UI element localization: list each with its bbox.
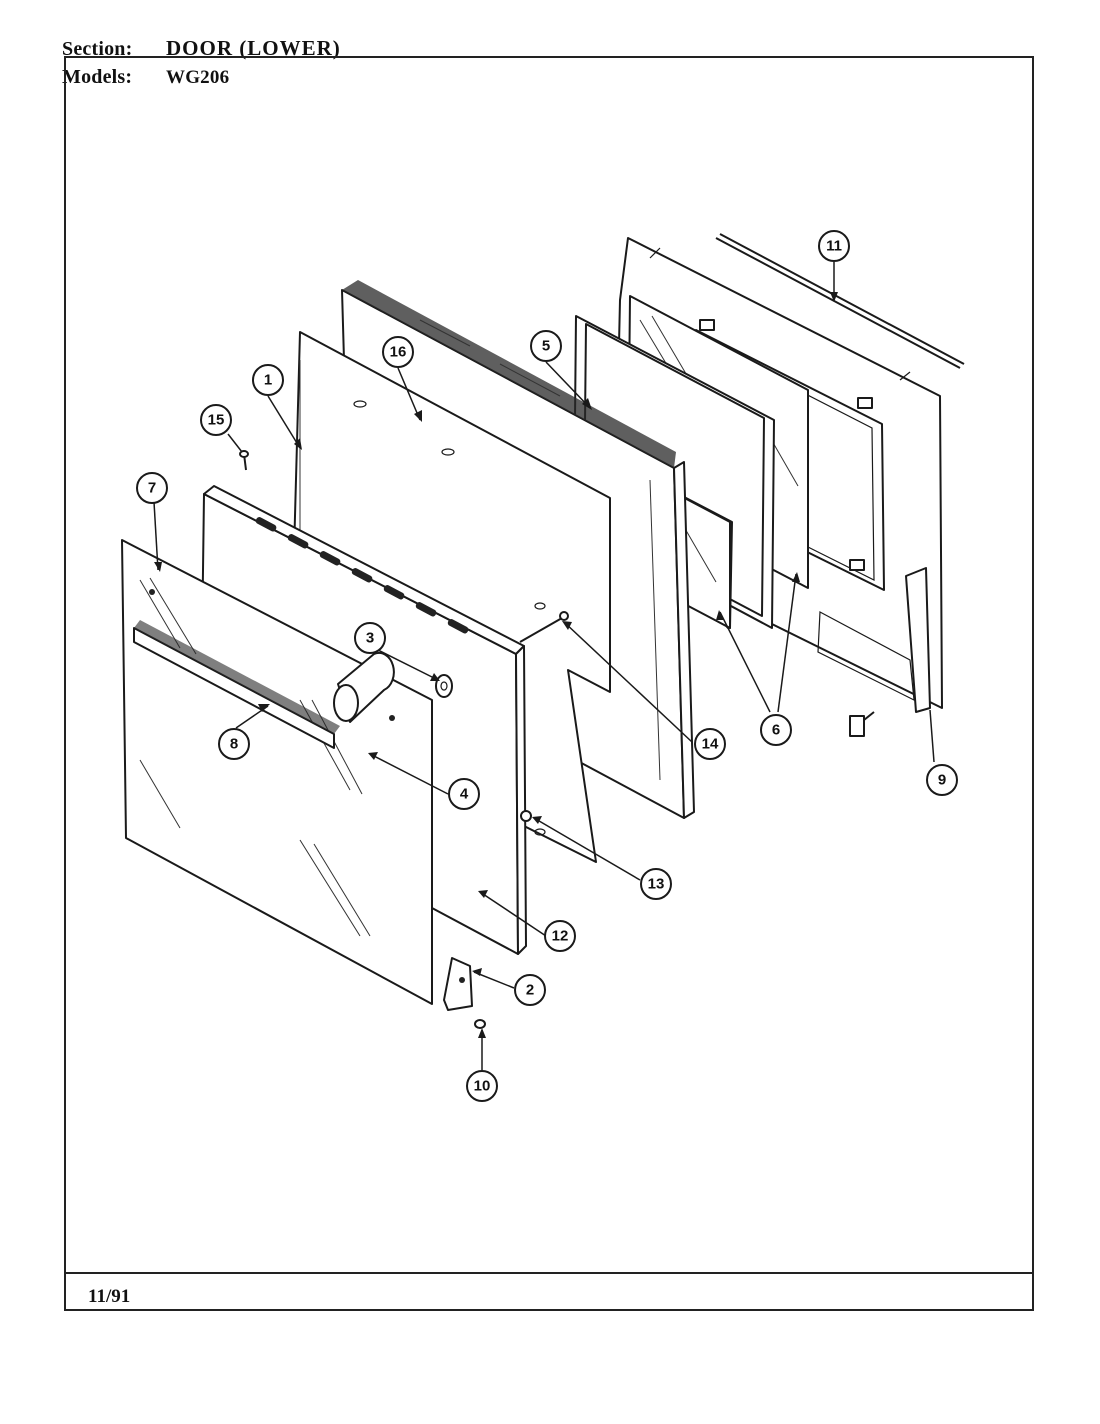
part-hinge-bracket [443,957,473,1011]
svg-text:5: 5 [542,338,550,355]
callout-6: 6 [760,714,792,746]
footer-divider [64,1272,1034,1274]
part-screw-15 [239,450,249,471]
svg-text:16: 16 [390,344,407,361]
callout-3: 3 [354,622,386,654]
callout-16: 16 [382,336,414,368]
svg-text:15: 15 [208,412,225,429]
leader-arrowheads [154,292,838,1038]
models-label: Models: [62,66,133,88]
callout-15: 15 [200,404,232,436]
part-screw-10 [474,1019,486,1029]
svg-text:1: 1 [264,372,272,389]
part-screw-13 [520,810,532,822]
svg-text:4: 4 [460,786,469,803]
models-value: WG206 [166,67,230,88]
callout-8: 8 [218,728,250,760]
callout-10: 10 [466,1070,498,1102]
svg-text:2: 2 [526,982,534,999]
part-rod [715,233,965,369]
callout-7: 7 [136,472,168,504]
svg-text:11: 11 [826,238,842,255]
svg-text:12: 12 [552,928,569,945]
svg-text:7: 7 [148,480,156,497]
part-washer [435,674,453,698]
diagram-frame [64,56,1034,1311]
leader-lines [153,262,935,1070]
svg-text:3: 3 [366,630,374,647]
part-bumper [849,711,875,737]
section-label: Section: [62,38,133,60]
callout-4: 4 [448,778,480,810]
svg-text:6: 6 [772,722,780,739]
svg-text:10: 10 [474,1078,491,1095]
svg-text:13: 13 [648,876,665,893]
part-screw-14 [519,611,569,643]
callout-14: 14 [694,728,726,760]
callout-5: 5 [530,330,562,362]
svg-text:8: 8 [230,736,238,753]
callout-1: 1 [252,364,284,396]
callout-13: 13 [640,868,672,900]
svg-text:14: 14 [702,736,719,753]
svg-text:9: 9 [938,772,946,789]
callout-11: 11 [818,230,850,262]
callout-2: 2 [514,974,546,1006]
footer-date: 11/91 [88,1286,131,1307]
callout-12: 12 [544,920,576,952]
part-handle [133,620,340,749]
part-knob [333,651,395,723]
callout-9: 9 [926,764,958,796]
